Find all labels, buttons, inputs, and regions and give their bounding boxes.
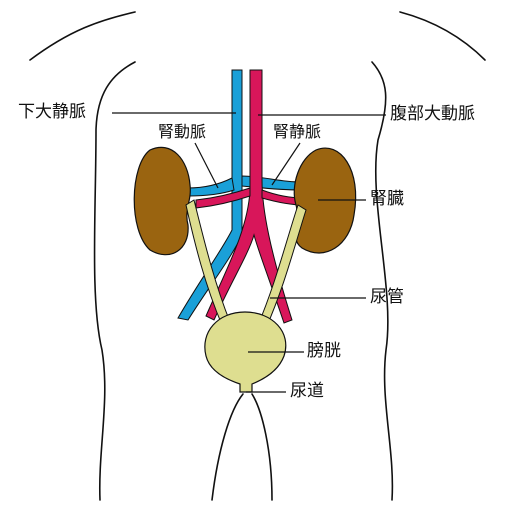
- label-renal-artery: 腎動脈: [158, 124, 206, 140]
- label-kidney: 腎臓: [370, 191, 404, 208]
- label-ureter: 尿管: [370, 289, 404, 306]
- label-renal-vein: 腎静脈: [273, 124, 321, 140]
- label-urethra: 尿道: [290, 383, 324, 400]
- label-ivc: 下大静脈: [18, 104, 86, 121]
- kidney-left: [134, 147, 190, 254]
- renal-vein-left: [188, 178, 234, 196]
- vessels: [178, 70, 304, 323]
- label-aorta: 腹部大動脈: [390, 106, 475, 123]
- label-bladder: 膀胱: [307, 343, 341, 360]
